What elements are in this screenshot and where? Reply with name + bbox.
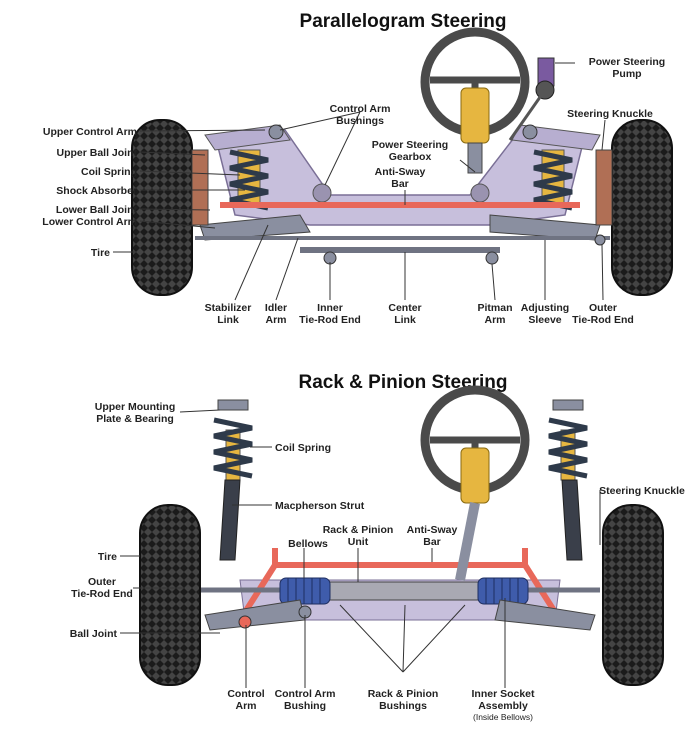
label-upper-mounting-1: Upper Mounting (95, 401, 175, 413)
label-tire-bottom: Tire (98, 551, 117, 563)
label-lower-control-arm: Lower Control Arm (42, 216, 137, 228)
label-control-arm-2: Arm (235, 700, 256, 712)
label-control-arm-bushing-2: Bushing (284, 700, 326, 712)
title-rack-pinion: Rack & Pinion Steering (298, 372, 507, 393)
label-ball-joint: Ball Joint (70, 628, 118, 640)
label-adjusting-sleeve-2: Sleeve (528, 314, 561, 326)
label-stabilizer-link-1: Stabilizer (205, 302, 252, 314)
label-ps-gearbox-1: Power Steering (372, 139, 448, 151)
tire-top-left (131, 119, 193, 296)
tire-bottom-right (602, 504, 664, 686)
top-leaders (113, 62, 606, 301)
bellows-right (477, 577, 529, 605)
label-macpherson-strut: Macpherson Strut (275, 500, 365, 512)
knuckle-left (191, 149, 209, 226)
label-power-steering-pump-1: Power Steering (589, 56, 665, 68)
label-inner-socket-2: Assembly (478, 700, 528, 712)
label-inner-tie-rod-1: Inner (317, 302, 343, 314)
label-lower-ball-joint: Lower Ball Joint (56, 204, 138, 216)
tire-bottom-left (139, 504, 201, 686)
label-coil-spring: Coil Spring (81, 166, 137, 178)
macpherson-strut-left (213, 399, 253, 561)
label-control-arm-1: Control (227, 688, 264, 700)
bushing-right (522, 124, 538, 140)
label-stabilizer-link-2: Link (217, 314, 239, 326)
steering-knuckle-right (595, 149, 613, 226)
label-upper-ball-joint: Upper Ball Joint (56, 147, 137, 159)
label-anti-sway-bottom-1: Anti-Sway (407, 524, 458, 536)
label-control-arm-bushing-1: Control Arm (275, 688, 336, 700)
steering-wheel-bottom (420, 385, 530, 581)
pitman-arm-joint (485, 251, 499, 265)
label-steering-knuckle-bottom: Steering Knuckle (599, 485, 685, 497)
label-outer-tie-rod-bottom-1: Outer (88, 576, 116, 588)
label-center-link-2: Link (394, 314, 416, 326)
label-steering-knuckle-top: Steering Knuckle (567, 108, 653, 120)
bottom-leaders (120, 409, 601, 688)
bushing-left (268, 124, 284, 140)
label-idler-arm-2: Arm (265, 314, 286, 326)
label-inner-tie-rod-2: Tie-Rod End (299, 314, 361, 326)
label-inner-socket-note: (Inside Bellows) (473, 712, 533, 722)
outer-tie-rod-end (594, 234, 606, 246)
power-steering-pump (508, 57, 555, 141)
label-power-steering-pump-2: Pump (612, 68, 641, 80)
lower-control-arm-left (199, 214, 311, 241)
label-bellows: Bellows (288, 538, 328, 550)
label-anti-sway-top-2: Bar (391, 178, 409, 190)
label-control-arm-bushings-1: Control Arm (330, 103, 391, 115)
label-tire-top: Tire (91, 247, 110, 259)
label-rack-pinion-bushings-1: Rack & Pinion (368, 688, 439, 700)
macpherson-strut-right (548, 399, 588, 561)
label-outer-tie-rod-bottom-2: Tie-Rod End (71, 588, 133, 600)
label-inner-socket-1: Inner Socket (471, 688, 535, 700)
label-upper-control-arm: Upper Control Arm (43, 126, 137, 138)
label-upper-mounting-2: Plate & Bearing (96, 413, 174, 425)
label-rack-pinion-bushings-2: Bushings (379, 700, 427, 712)
label-adjusting-sleeve-1: Adjusting (521, 302, 569, 314)
title-parallelogram: Parallelogram Steering (300, 11, 507, 32)
label-center-link-1: Center (388, 302, 421, 314)
label-idler-arm-1: Idler (265, 302, 287, 314)
label-anti-sway-top-1: Anti-Sway (375, 166, 426, 178)
label-outer-tie-rod-top-1: Outer (589, 302, 617, 314)
ball-joint-left (238, 615, 252, 629)
label-pitman-arm-1: Pitman (477, 302, 512, 314)
label-control-arm-bushings-2: Bushings (336, 115, 384, 127)
label-outer-tie-rod-top-2: Tie-Rod End (572, 314, 634, 326)
control-arm-right (494, 599, 596, 631)
tire-top-right (611, 119, 673, 296)
label-ps-gearbox-2: Gearbox (389, 151, 432, 163)
label-rack-pinion-unit-2: Unit (348, 536, 369, 548)
label-shock-absorber: Shock Absorber (56, 185, 137, 197)
label-anti-sway-bottom-2: Bar (423, 536, 441, 548)
label-coil-spring-bottom: Coil Spring (275, 442, 331, 454)
label-rack-pinion-unit-1: Rack & Pinion (323, 524, 394, 536)
label-pitman-arm-2: Arm (484, 314, 505, 326)
steering-wheel-top (420, 27, 530, 174)
bellows-left (279, 577, 331, 605)
